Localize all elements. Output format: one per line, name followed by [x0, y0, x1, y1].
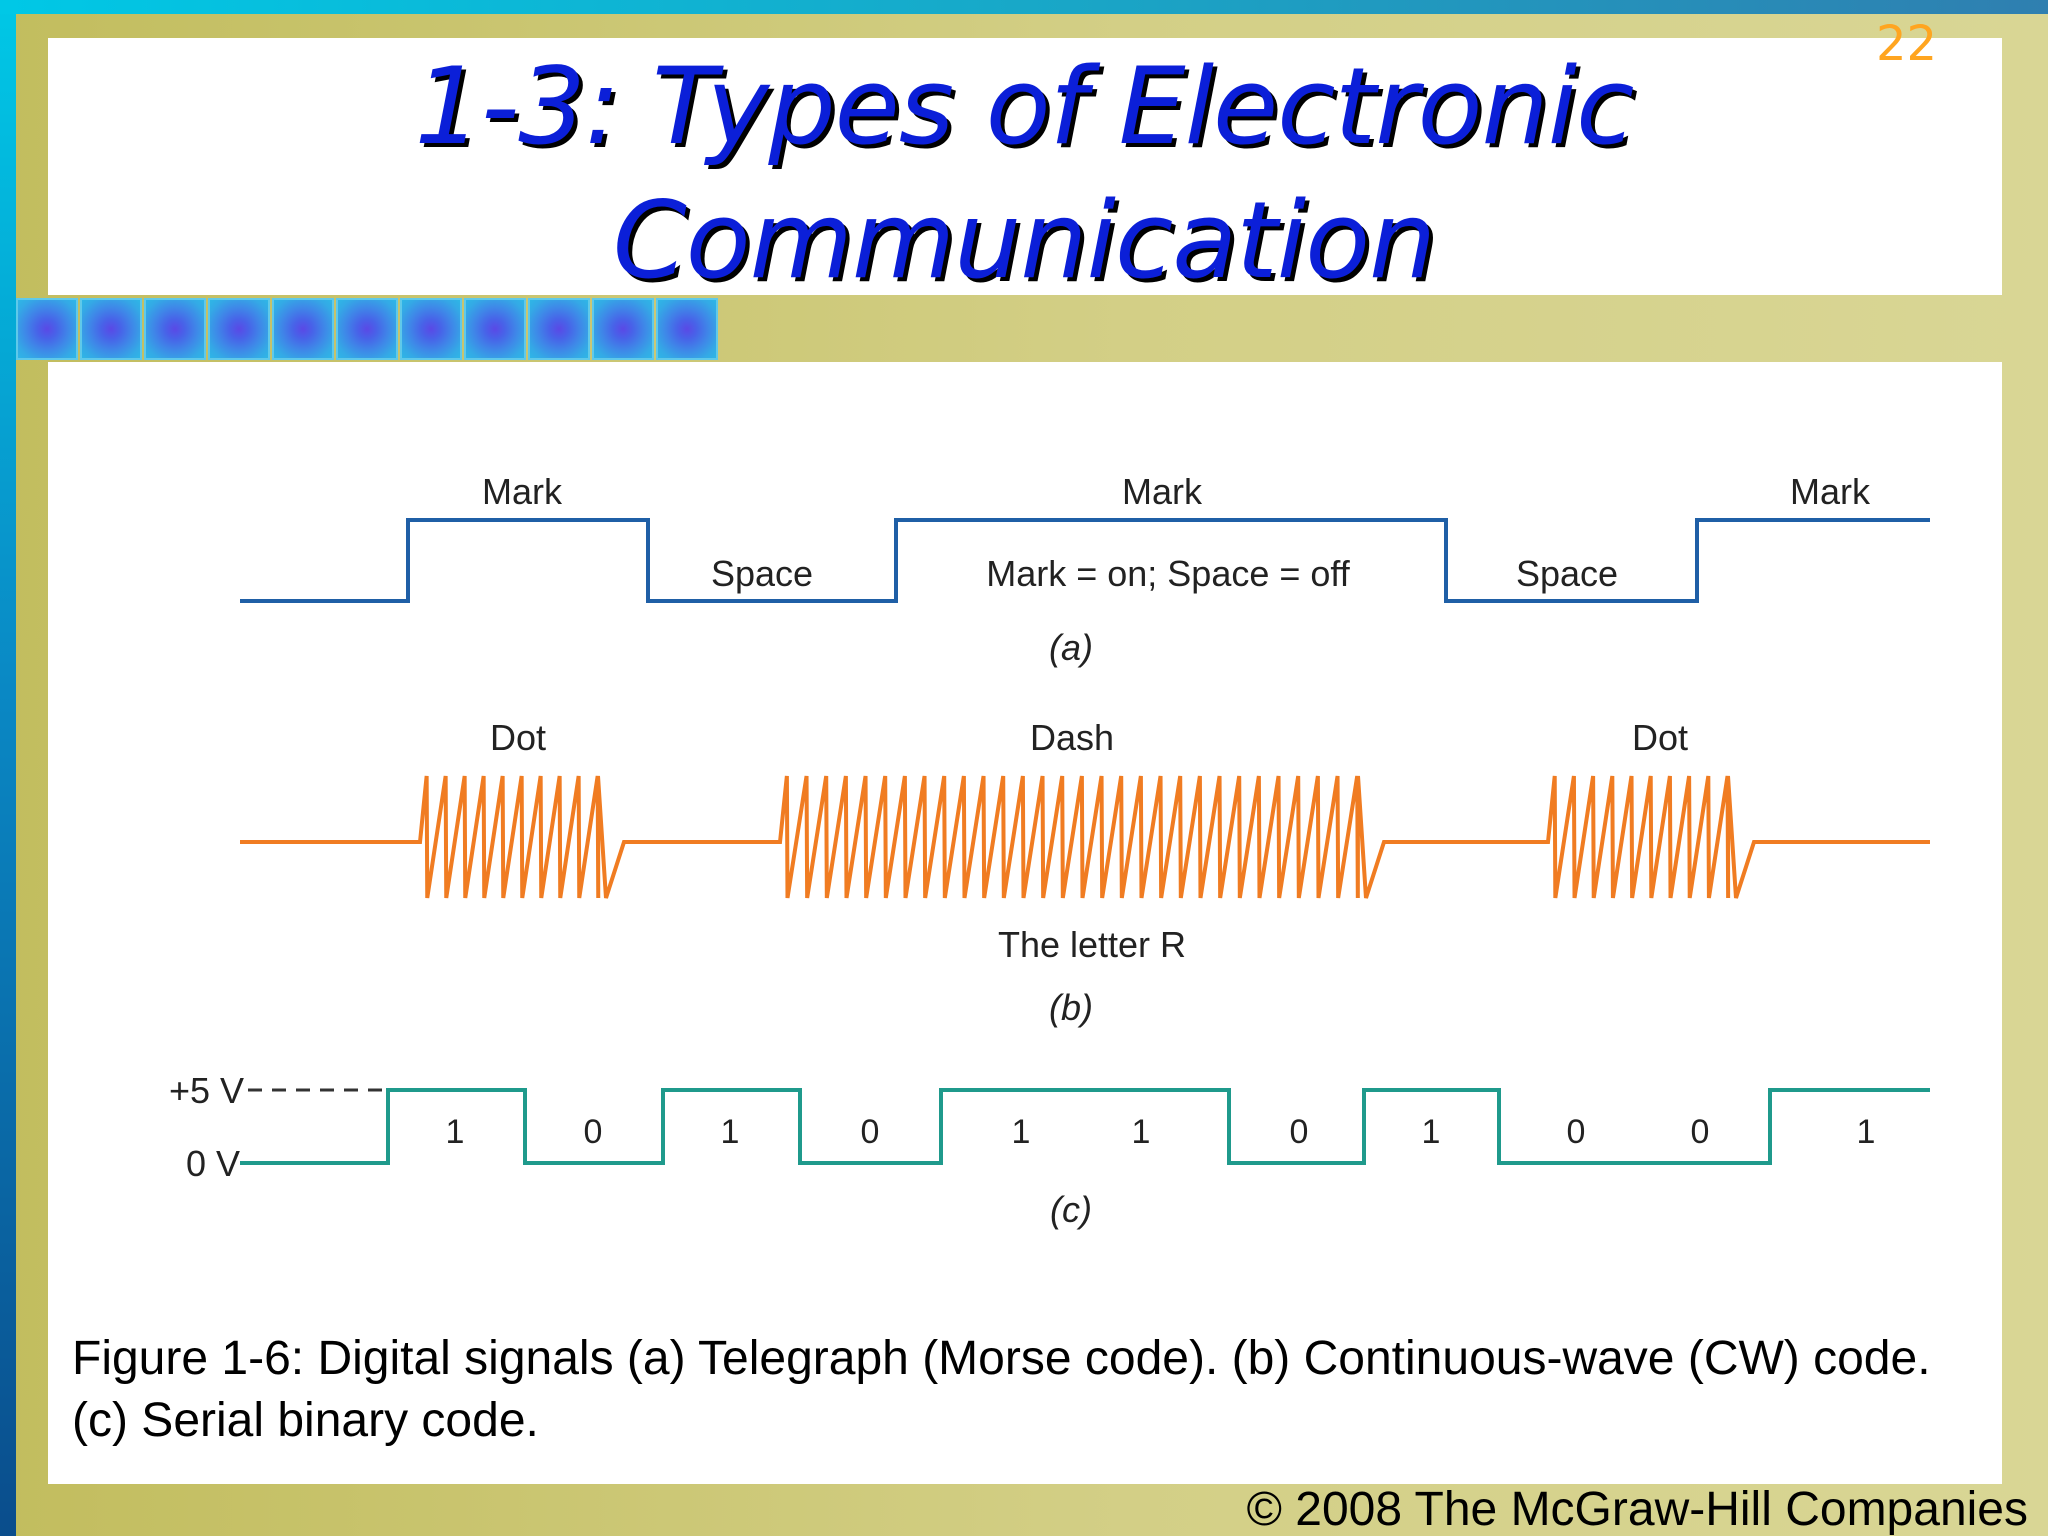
decorative-square [144, 298, 206, 360]
space-label: Space [1516, 553, 1618, 594]
decorative-square [464, 298, 526, 360]
copyright-notice: © 2008 The McGraw-Hill Companies [1246, 1483, 2028, 1536]
title-panel [48, 38, 2002, 295]
decorative-square [400, 298, 462, 360]
serial-binary-waveform [240, 1088, 1930, 1165]
bit-label: 1 [446, 1113, 465, 1151]
bit-label: 0 [584, 1113, 603, 1151]
space-label: Space [711, 553, 813, 594]
bit-label: 1 [721, 1113, 740, 1151]
decorative-square [208, 298, 270, 360]
decorative-square [592, 298, 654, 360]
mark-label: Mark [1790, 471, 1871, 512]
bit-label: 0 [1567, 1113, 1586, 1151]
zero-volt-label: 0 V [186, 1143, 240, 1184]
cw-morse-waveform [240, 775, 1930, 899]
decorative-square-strip [16, 298, 720, 360]
bit-label: 1 [1012, 1113, 1031, 1151]
mark-label: Mark [482, 471, 563, 512]
dot-label: Dot [490, 717, 546, 758]
slide-title-line-1: 1-3: Types of Electronic [414, 45, 1635, 168]
decorative-square [80, 298, 142, 360]
panel-label-a: (a) [1049, 627, 1093, 668]
decorative-square [528, 298, 590, 360]
bit-label: 0 [1290, 1113, 1309, 1151]
bit-label: 1 [1132, 1113, 1151, 1151]
dot-label: Dot [1632, 717, 1688, 758]
slide-number: 22 [1876, 16, 1938, 72]
bit-label: 0 [861, 1113, 880, 1151]
slide-title: 1-3: Types of Electronic Communication [0, 40, 2048, 308]
letter-r-caption: The letter R [998, 924, 1186, 965]
bit-label: 0 [1691, 1113, 1710, 1151]
mark-space-legend: Mark = on; Space = off [986, 553, 1351, 594]
left-accent-bar [0, 0, 16, 1536]
plus-5v-label: +5 V [169, 1070, 244, 1111]
mark-label: Mark [1122, 471, 1203, 512]
decorative-square [272, 298, 334, 360]
dash-label: Dash [1030, 717, 1114, 758]
figure-caption: Figure 1-6: Digital signals (a) Telegrap… [72, 1332, 1931, 1447]
decorative-square [336, 298, 398, 360]
bit-label: 1 [1857, 1113, 1876, 1151]
content-panel [48, 362, 2002, 1484]
panel-label-b: (b) [1049, 987, 1093, 1028]
slide-title-line-2: Communication [612, 179, 1436, 302]
top-accent-bar [0, 0, 2048, 14]
telegraph-mark-space-waveform [240, 518, 1930, 603]
decorative-square [16, 298, 78, 360]
panel-label-c: (c) [1050, 1189, 1092, 1230]
bit-label: 1 [1422, 1113, 1441, 1151]
decorative-square [656, 298, 718, 360]
